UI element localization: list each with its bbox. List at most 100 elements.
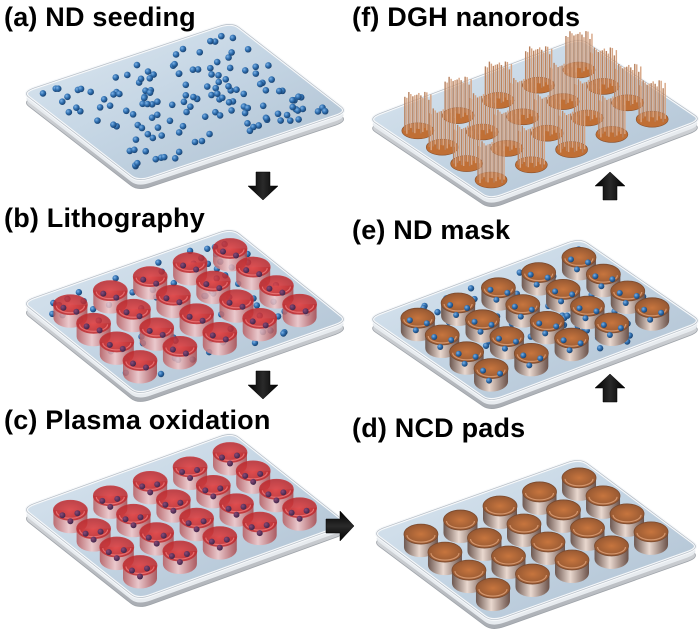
nanodiamond-particle (190, 93, 197, 101)
nanodiamond-particle (193, 526, 200, 533)
nanodiamond-particle (176, 559, 183, 566)
panel-c (25, 433, 345, 607)
nanodiamond-particle (212, 108, 219, 116)
nanodiamond-particle (480, 367, 487, 374)
nanodiamond-particle (183, 551, 190, 558)
nanodiamond-particle (229, 34, 237, 42)
nanodiamond-particle (472, 353, 479, 360)
nanodiamond-particle (168, 553, 175, 560)
nanodiamond-particle (77, 85, 85, 93)
nanodiamond-particle (220, 248, 226, 255)
nanodiamond-particle (132, 136, 140, 143)
nanodiamond-particle (170, 507, 177, 514)
nanodiamond-particle (67, 518, 74, 525)
nanodiamond-particle (182, 81, 190, 89)
nanodiamond-particle (223, 536, 230, 543)
nanodiamond-particle (464, 305, 471, 311)
arrow-right-c-to-d (325, 510, 355, 542)
nanodiamond-particle (152, 155, 160, 163)
nanodiamond-particle (243, 267, 250, 274)
nanodiamond-particle (487, 286, 494, 293)
nanodiamond-particle (208, 538, 215, 545)
nanodiamond-particle (302, 308, 309, 315)
nanodiamond-particle (172, 51, 180, 58)
nanodiamond-particle (180, 262, 187, 269)
resist-pad (76, 312, 111, 347)
panel-label-f: (f) DGH nanorods (352, 2, 581, 32)
nanodiamond-particle (131, 146, 138, 154)
nanodiamond-particle (171, 155, 179, 162)
nanodiamond-particle (140, 276, 147, 283)
nanodiamond-particle (225, 505, 232, 512)
resist-pad (179, 507, 215, 542)
nanodiamond-particle (437, 344, 444, 350)
nanodiamond-particle (177, 499, 184, 506)
nanodiamond-particle (622, 300, 629, 306)
nanodiamond-particle (279, 289, 286, 296)
nanodiamond-particle (155, 259, 162, 266)
nanodiamond-particle (250, 478, 257, 485)
nanorod-bundle (401, 91, 435, 140)
nanodiamond-particle (573, 266, 580, 273)
nanodiamond-particle (96, 104, 104, 111)
nanodiamond-particle (262, 87, 270, 94)
nanorod-bundle (587, 47, 620, 95)
nanodiamond-particle (166, 117, 174, 125)
nanodiamond-particle (207, 37, 214, 45)
nanodiamond-particle (203, 83, 211, 90)
nanodiamond-particle (209, 332, 216, 339)
nanodiamond-particle (179, 468, 186, 475)
nanodiamond-particle (609, 276, 616, 283)
nanodiamond-particle (113, 294, 120, 301)
nanodiamond-particle (288, 509, 295, 516)
nanodiamond-particle (216, 285, 223, 292)
nanodiamond-particle (182, 350, 189, 357)
nanodiamond-particle (198, 137, 206, 145)
nanodiamond-particle (137, 514, 144, 521)
nanodiamond-particle (606, 332, 613, 338)
nanodiamond-particle (252, 63, 259, 71)
nanodiamond-particle (96, 327, 103, 334)
nanodiamond-particle (295, 93, 302, 100)
panel-e (371, 238, 699, 409)
nanodiamond-particle (199, 317, 206, 324)
nanodiamond-particle (218, 32, 225, 40)
nanodiamond-particle (196, 48, 204, 56)
nanodiamond-particle (149, 134, 157, 142)
nanodiamond-particle (213, 90, 221, 98)
panel-a (25, 22, 345, 189)
nanodiamond-particle (256, 80, 264, 88)
nanodiamond-particle (233, 252, 239, 259)
nanodiamond-particle (263, 522, 270, 529)
nanodiamond-particle (60, 304, 67, 311)
nanodiamond-particle (204, 245, 211, 252)
nanodiamond-particle (154, 124, 162, 131)
nanodiamond-particle (582, 315, 589, 322)
nanodiamond-particle (504, 289, 511, 296)
nanodiamond-particle (194, 466, 201, 473)
ncd-pad (515, 563, 550, 598)
nanodiamond-particle (321, 107, 329, 115)
nanodiamond-particle (116, 90, 123, 98)
nanodiamond-particle (119, 345, 126, 352)
nanodiamond-particle (225, 83, 232, 90)
panel-label-e: (e) ND mask (352, 215, 511, 245)
resist-pad (202, 321, 238, 356)
nanodiamond-particle (133, 61, 141, 69)
nanodiamond-particle (537, 355, 544, 362)
nanodiamond-particle (596, 345, 604, 352)
nanodiamond-particle (647, 316, 654, 323)
nanodiamond-particle (130, 360, 136, 367)
nanodiamond-particle (146, 89, 154, 96)
nanodiamond-particle (218, 94, 226, 102)
nanorod-bundle (595, 95, 629, 143)
nanodiamond-particle (493, 296, 500, 303)
nanodiamond-particle (182, 91, 190, 99)
nanodiamond-particle (99, 497, 106, 504)
nanodiamond-particle (129, 111, 137, 118)
nanodiamond-particle (123, 309, 130, 316)
nanodiamond-particle (240, 90, 248, 98)
nanodiamond-particle (299, 105, 307, 113)
nanorod-bundle (441, 76, 475, 124)
ncd-pad (475, 577, 511, 612)
